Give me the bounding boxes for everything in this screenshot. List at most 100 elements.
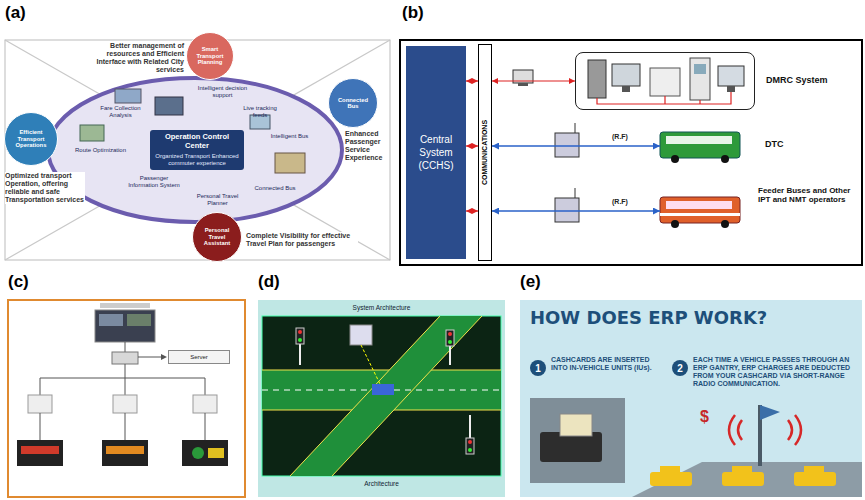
rect-shape	[804, 466, 824, 473]
rect-shape	[660, 197, 740, 223]
panel-d	[258, 300, 505, 497]
circle-shape	[448, 340, 452, 344]
line-shape	[575, 123, 576, 133]
polygon-shape	[290, 316, 482, 476]
step-number: 1	[530, 360, 546, 376]
line-shape	[361, 345, 380, 384]
line-shape	[449, 338, 451, 365]
rect-shape	[622, 86, 630, 92]
connector	[466, 80, 478, 81]
line-shape	[40, 378, 205, 379]
charge-symbol: $	[700, 408, 709, 426]
node-text: Live tracking feeds	[235, 105, 285, 119]
connected-bus-circle: Connected Bus	[328, 78, 378, 128]
node-text: Intelligent Bus	[267, 133, 312, 140]
rect-shape	[115, 89, 141, 103]
dmrc-system-box: DMRC System	[575, 52, 755, 110]
rect-shape	[8, 300, 245, 497]
communications-bar: COMMUNICATIONS	[478, 44, 492, 261]
node-text: Intelligent decision support	[195, 85, 250, 99]
circle-shape	[721, 220, 729, 228]
edge-label: (R.F)	[612, 198, 628, 206]
line-shape	[205, 378, 206, 395]
polygon-shape	[760, 405, 780, 420]
line-shape	[125, 342, 126, 352]
rect-shape	[560, 414, 592, 436]
node-text: DTC	[765, 139, 825, 149]
rect-shape	[193, 395, 217, 413]
node-text: Efficient Transport Operations	[5, 129, 57, 148]
rect-shape	[660, 132, 740, 158]
polyline-shape	[597, 92, 731, 104]
benefit-note: Better management of resources and Effic…	[88, 42, 184, 74]
rect-shape	[106, 446, 144, 454]
rect-shape	[208, 448, 224, 458]
panel-label: (d)	[258, 272, 280, 292]
rect-shape	[666, 201, 732, 209]
dtc-bus	[660, 132, 740, 163]
node-text: Operation Control Center	[153, 133, 241, 150]
node-text: Feeder Buses and Other IPT and NMT opera…	[758, 186, 855, 204]
line-shape	[125, 378, 126, 395]
dtc-bus: DTC	[660, 130, 740, 162]
control-ellipse: Fare Collection AnalysisIntelligent deci…	[45, 75, 345, 225]
panel-c	[8, 300, 245, 497]
node-text: Passenger Information System	[125, 175, 183, 189]
rect-shape	[466, 438, 474, 454]
rect-shape	[660, 466, 680, 473]
circle-shape	[671, 155, 679, 163]
line-shape	[40, 378, 41, 395]
rect-shape	[588, 60, 606, 98]
rect-shape	[350, 325, 372, 345]
node-text: 2	[677, 363, 683, 374]
node-text: Server	[190, 354, 208, 360]
line-shape	[332, 316, 482, 476]
panel-label: (a)	[5, 3, 26, 23]
rect-shape	[690, 58, 710, 100]
benefit-note: Enhanced Passenger Service Experience	[345, 130, 388, 162]
rect-shape	[155, 97, 183, 115]
line-shape	[262, 370, 501, 371]
figure-title: System Architecture	[258, 304, 505, 311]
rect-shape	[275, 153, 305, 173]
node-text: Central System (CCHS)	[410, 133, 462, 172]
circle-shape	[721, 155, 729, 163]
line-shape	[125, 364, 126, 378]
rect-shape	[296, 328, 304, 344]
rect-shape	[722, 472, 764, 486]
panel-label: (e)	[520, 272, 541, 292]
rect-shape	[80, 125, 104, 141]
rect-shape	[650, 472, 692, 486]
rect-shape	[113, 395, 137, 413]
connector	[492, 210, 660, 212]
line-shape	[469, 415, 471, 445]
connector	[492, 80, 575, 81]
rect-shape	[400, 40, 862, 265]
polygon-shape	[632, 462, 862, 497]
rect-shape	[17, 440, 63, 466]
circle-shape	[468, 448, 472, 452]
path-shape	[729, 415, 742, 445]
depot-devices	[555, 123, 579, 222]
circle-shape	[192, 447, 204, 459]
node-text: Organized Transport Enhanced commuter ex…	[153, 153, 241, 167]
rect-shape	[794, 472, 836, 486]
feeder-bus	[660, 197, 740, 228]
connector	[466, 145, 478, 146]
rect-shape	[112, 352, 138, 364]
circle-shape	[468, 440, 472, 444]
rect-shape	[732, 466, 752, 473]
step-number: 2	[672, 360, 688, 376]
line-shape	[138, 357, 163, 358]
panel-b-frame	[400, 40, 862, 265]
rect-shape	[530, 398, 625, 483]
benefit-note: Complete Visibility for effective Travel…	[246, 232, 358, 248]
edge-label: (R.F)	[612, 133, 628, 141]
path-shape	[788, 415, 801, 445]
erp-heading: HOW DOES ERP WORK?	[530, 308, 767, 329]
node-text: Personal Travel Assistant	[193, 227, 241, 246]
connector	[466, 210, 478, 211]
line-shape	[575, 188, 576, 198]
server-box: Server	[168, 350, 230, 364]
